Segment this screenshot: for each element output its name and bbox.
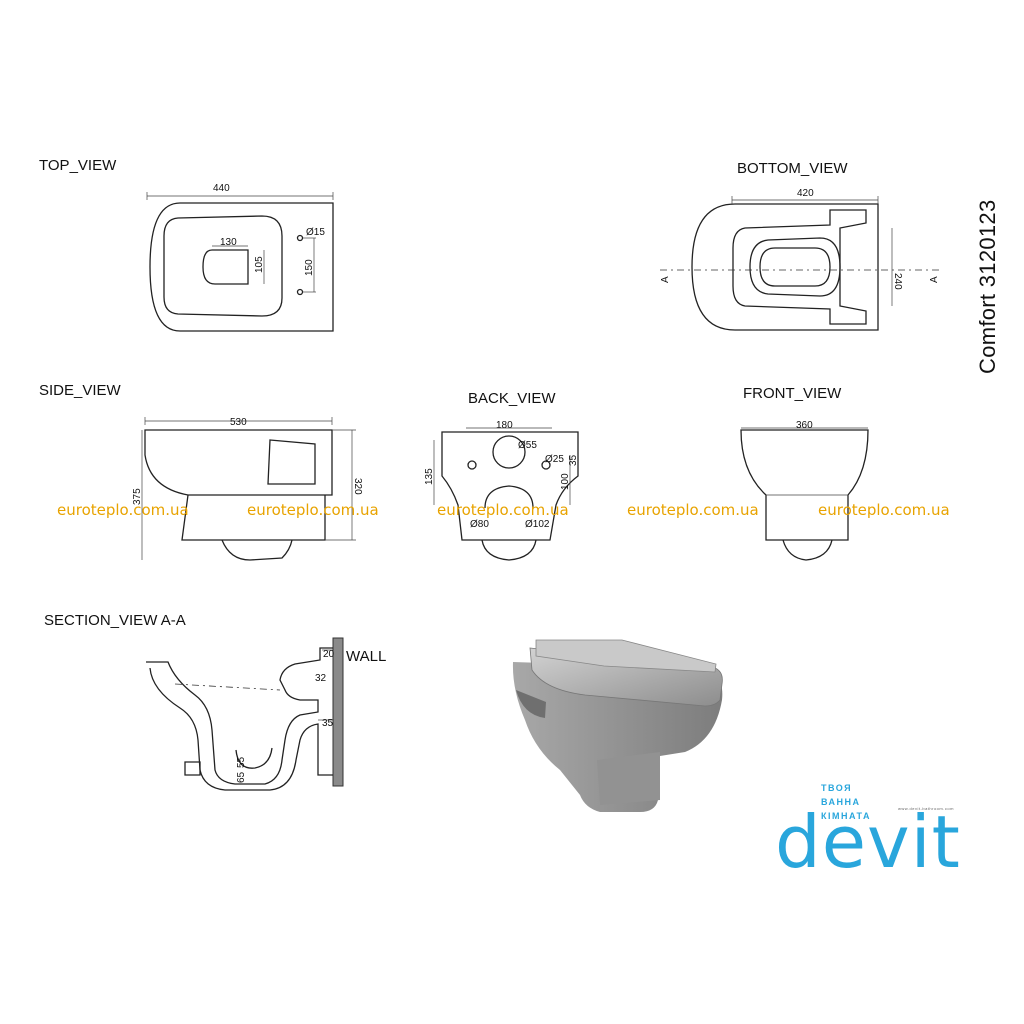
back-view-title: BACK_VIEW — [468, 390, 556, 407]
brand-logo: devit — [775, 800, 961, 884]
side-view-drawing — [141, 417, 356, 561]
back-d80-dim: Ø80 — [470, 519, 489, 530]
sec-65-dim: 65 — [236, 771, 247, 783]
sec-55-dim: 55 — [236, 756, 247, 768]
sec-35-dim: 35 — [322, 718, 334, 729]
front-width-dim: 360 — [796, 420, 813, 431]
back-135-dim: 135 — [424, 468, 435, 485]
back-view-drawing — [433, 427, 579, 561]
back-bolt-dim: Ø25 — [545, 454, 564, 465]
slogan-line: ТВОЯ — [821, 783, 853, 793]
bottom-width-dim: 420 — [797, 188, 814, 199]
watermark: euroteplo.com.ua — [627, 501, 759, 519]
back-width-dim: 180 — [496, 420, 513, 431]
bottom-height-dim: 240 — [892, 273, 903, 290]
watermark: euroteplo.com.ua — [437, 501, 569, 519]
top-view-title: TOP_VIEW — [39, 157, 117, 174]
top-outlet-h-dim: 105 — [254, 256, 265, 273]
back-100-dim: 100 — [560, 473, 571, 490]
back-d102-dim: Ø102 — [525, 519, 550, 530]
front-view-title: FRONT_VIEW — [743, 385, 842, 402]
sec-20-dim: 20 — [323, 649, 335, 660]
watermark: euroteplo.com.ua — [247, 501, 379, 519]
section-view-drawing — [146, 637, 344, 791]
back-inlet-dim: Ø55 — [518, 440, 537, 451]
top-hole-dia-dim: Ø15 — [306, 227, 325, 238]
sec-32-dim: 32 — [315, 673, 327, 684]
bottom-view-title: BOTTOM_VIEW — [737, 160, 848, 177]
watermark: euroteplo.com.ua — [818, 501, 950, 519]
side-rim-dim: 320 — [352, 478, 363, 495]
wall-label: WALL — [346, 648, 386, 665]
top-outlet-dim: 130 — [220, 237, 237, 248]
model-name: Comfort 3120123 — [975, 199, 1000, 375]
side-total-dim: 375 — [132, 488, 143, 505]
section-marker-left: A — [660, 276, 671, 283]
brand-website: www.devit-bathroom.com — [898, 806, 954, 811]
bottom-view-drawing — [660, 196, 940, 331]
slogan-line: КІМНАТА — [821, 811, 871, 821]
toilet-3d-render-image — [512, 639, 723, 812]
brand-slogan: ТВОЯ ВАННА КІМНАТА — [821, 781, 871, 823]
section-marker-right: A — [929, 276, 940, 283]
top-view-drawing — [146, 192, 334, 332]
top-holes-dim: 150 — [304, 259, 315, 276]
section-view-title: SECTION_VIEW A-A — [44, 612, 186, 629]
back-35-dim: 35 — [568, 454, 579, 466]
watermark: euroteplo.com.ua — [57, 501, 189, 519]
side-view-title: SIDE_VIEW — [39, 382, 122, 399]
side-length-dim: 530 — [230, 417, 247, 428]
front-view-drawing — [740, 427, 869, 561]
slogan-line: ВАННА — [821, 797, 861, 807]
top-width-dim: 440 — [213, 183, 230, 194]
